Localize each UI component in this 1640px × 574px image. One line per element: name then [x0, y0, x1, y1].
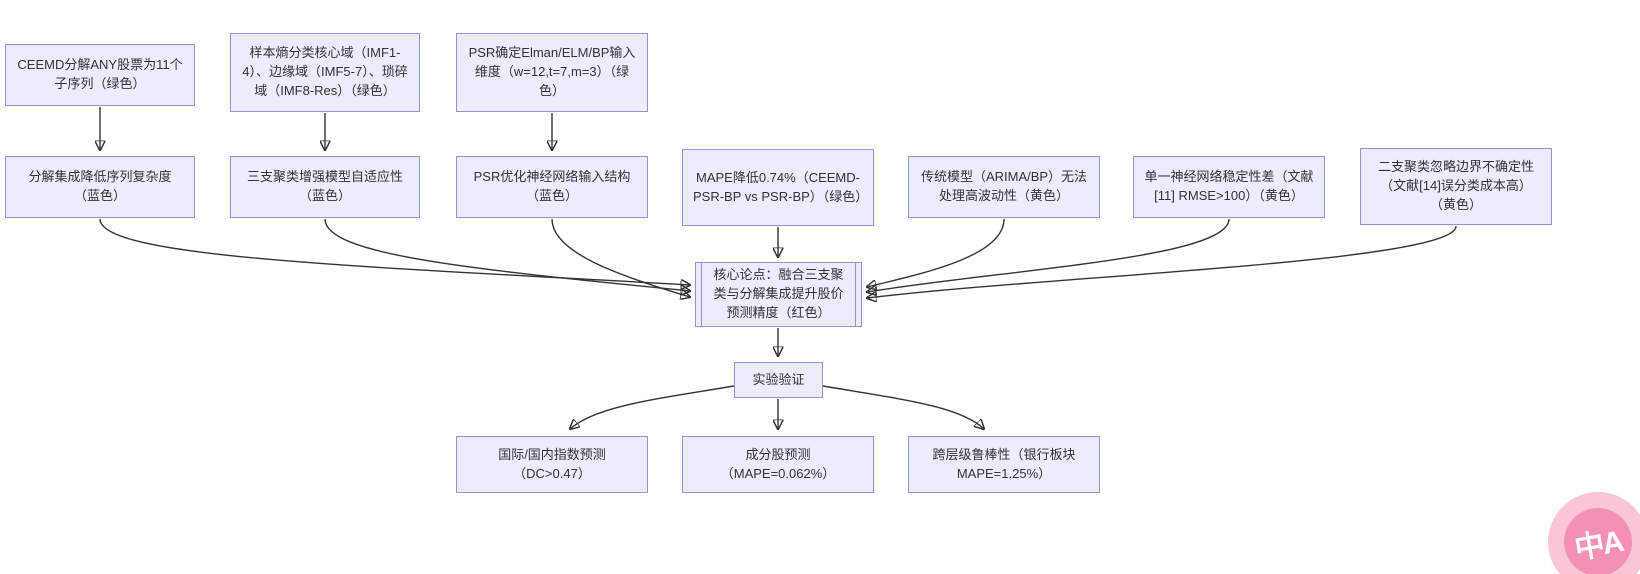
node-psr-input-dimension: PSR确定Elman/ELM/BP输入维度（w=12,t=7,m=3）（绿色）: [456, 33, 648, 112]
node-sample-entropy: 样本熵分类核心域（IMF1-4）、边缘域（IMF5-7）、琐碎域（IMF8-Re…: [230, 33, 420, 112]
edge-psropt-core: [551, 218, 690, 297]
node-traditional-model-limit: 传统模型（ARIMA/BP）无法处理高波动性（黄色）: [908, 156, 1100, 218]
edge-decompose-core: [99, 218, 690, 285]
node-constituent-stock-prediction: 成分股预测（MAPE=0.062%）: [682, 436, 874, 493]
edge-experiment-index: [570, 385, 735, 429]
edge-singlenn-core: [867, 218, 1230, 292]
node-decompose-ensemble: 分解集成降低序列复杂度（蓝色）: [5, 156, 195, 218]
translate-icon: 中A: [1572, 525, 1625, 566]
node-single-nn-instability: 单一神经网络稳定性差（文献[11] RMSE>100）（黄色）: [1133, 156, 1325, 218]
node-two-way-clustering-limit: 二支聚类忽略边界不确定性（文献[14]误分类成本高）（黄色）: [1360, 148, 1552, 225]
translate-badge-inner-circle: 中A: [1564, 508, 1632, 574]
node-ceemd-decomposition: CEEMD分解ANY股票为11个子序列（绿色）: [5, 44, 195, 106]
node-cross-level-robustness: 跨层级鲁棒性（银行板块MAPE=1.25%）: [908, 436, 1100, 493]
node-experiment-validation: 实验验证: [734, 362, 823, 398]
edge-threeway-core: [324, 218, 690, 291]
edge-experiment-robustness: [822, 385, 984, 429]
node-mape-reduction: MAPE降低0.74%（CEEMD-PSR-BP vs PSR-BP）（绿色）: [682, 149, 874, 226]
node-index-prediction: 国际/国内指数预测（DC>0.47）: [456, 436, 648, 493]
edge-twoway-core: [867, 225, 1457, 298]
translate-badge[interactable]: 中A: [1548, 492, 1640, 574]
node-psr-optimization: PSR优化神经网络输入结构（蓝色）: [456, 156, 648, 218]
node-core-thesis: 核心论点：融合三支聚类与分解集成提升股价预测精度（红色）: [695, 262, 862, 327]
edge-traditional-core: [867, 218, 1005, 287]
node-three-way-clustering: 三支聚类增强模型自适应性（蓝色）: [230, 156, 420, 218]
